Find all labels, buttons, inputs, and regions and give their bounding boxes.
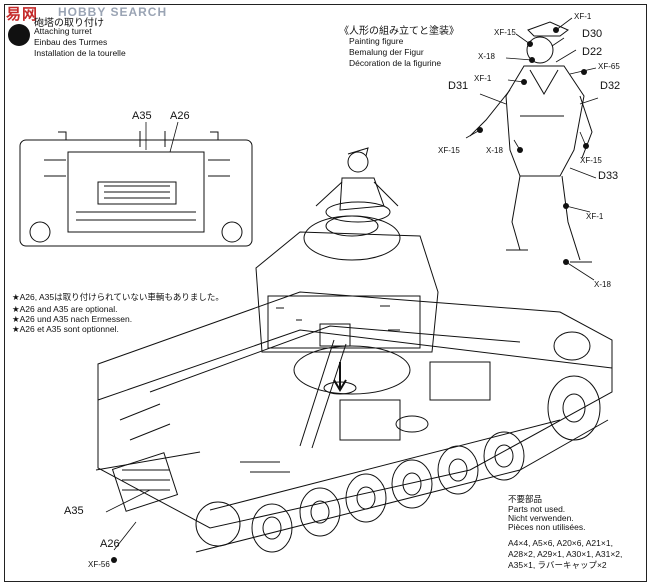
figure-leader-lines bbox=[465, 17, 599, 281]
page-border bbox=[4, 4, 647, 582]
watermark-logo: 易网 bbox=[6, 6, 39, 23]
part-leader-lines bbox=[105, 121, 179, 551]
attaching-turret-jp: 砲塔の取り付け bbox=[34, 18, 104, 29]
watermark-text: HOBBY SEARCH bbox=[58, 5, 168, 19]
figure-title-en: Painting figure bbox=[349, 36, 404, 46]
paint-label-xf1-hat: XF-1 bbox=[574, 12, 592, 21]
paint-label-x18-collar: X-18 bbox=[478, 52, 495, 61]
parts-not-used-en: Parts not used. bbox=[508, 504, 566, 514]
paint-label-x18-boots: X-18 bbox=[594, 280, 611, 289]
figure-title-fr: Décoration de la figurine bbox=[349, 58, 442, 68]
paint-label-xf15-hand: XF-15 bbox=[438, 146, 460, 155]
paint-callout-dots bbox=[111, 27, 589, 563]
part-label-a26-top: A26 bbox=[170, 110, 190, 122]
attaching-turret-en: Attaching turret bbox=[34, 26, 92, 36]
parts-not-used-de: Nicht verwenden. bbox=[508, 513, 574, 523]
optional-note-de: ★A26 und A35 nach Ermessen. bbox=[12, 314, 133, 324]
tank-hull-drawing bbox=[95, 291, 613, 553]
optional-note-fr: ★A26 et A35 sont optionnel. bbox=[12, 324, 119, 334]
part-label-a26-bottom: A26 bbox=[100, 538, 120, 550]
paint-label-xf15-right-hand: XF-15 bbox=[580, 156, 602, 165]
attaching-turret-fr: Installation de la tourelle bbox=[34, 48, 126, 58]
commander-figure-drawing bbox=[315, 147, 399, 223]
paint-label-xf65: XF-65 bbox=[598, 62, 620, 71]
paint-label-xf1-jacket: XF-1 bbox=[474, 74, 492, 83]
paint-label-x18-belt: X-18 bbox=[486, 146, 503, 155]
part-label-d30: D30 bbox=[582, 28, 603, 40]
parts-not-used-list-3: A35×1, ラバーキャップ×2 bbox=[508, 560, 607, 570]
standing-figure-drawing bbox=[469, 21, 593, 263]
paint-label-xf15-face: XF-15 bbox=[494, 28, 516, 37]
part-label-d22: D22 bbox=[582, 46, 603, 58]
optional-note-en: ★A26 and A35 are optional. bbox=[12, 304, 118, 314]
part-label-d32: D32 bbox=[600, 80, 621, 92]
part-label-a35-bottom: A35 bbox=[64, 505, 84, 517]
parts-not-used-list-1: A4×4, A5×6, A20×6, A21×1, bbox=[508, 538, 613, 548]
turret-drawing bbox=[255, 215, 439, 449]
optional-note-jp: ★A26, A35は取り付けられていない車輌もありました。 bbox=[12, 292, 224, 302]
part-label-d33: D33 bbox=[598, 170, 619, 182]
parts-not-used-jp: 不要部品 bbox=[508, 494, 543, 504]
rear-hull-detail-drawing bbox=[19, 131, 253, 247]
paint-label-xf56: XF-56 bbox=[88, 560, 110, 569]
part-label-a35-top: A35 bbox=[132, 110, 152, 122]
figure-title-de: Bemalung der Figur bbox=[349, 47, 424, 57]
paint-label-xf1-trousers: XF-1 bbox=[586, 212, 604, 221]
step-number-badge bbox=[8, 24, 30, 46]
figure-title-jp: 《人形の組み立てと塗装》 bbox=[339, 26, 459, 37]
attaching-turret-de: Einbau des Turmes bbox=[34, 37, 108, 47]
parts-not-used-fr: Pièces non utilisées. bbox=[508, 522, 586, 532]
parts-not-used-list-2: A28×2, A29×1, A30×1, A31×2, bbox=[508, 549, 623, 559]
part-label-d31: D31 bbox=[448, 80, 469, 92]
